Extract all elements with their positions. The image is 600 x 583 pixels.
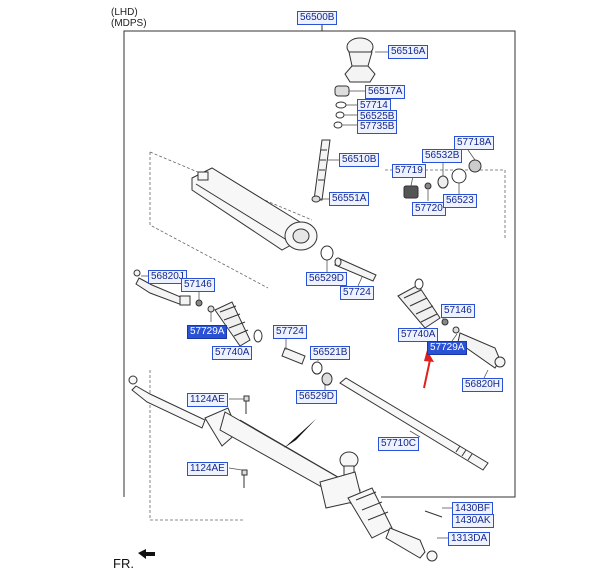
gear-housing-upper-icon: [191, 167, 318, 251]
part-label-1313DA[interactable]: 1313DA: [448, 532, 491, 546]
pinion-shaft-icon: [311, 139, 331, 203]
part-label-57724-lower[interactable]: 57724: [273, 325, 307, 339]
column-joint-icon: [344, 37, 376, 83]
part-label-57718A[interactable]: 57718A: [454, 136, 495, 150]
part-label-56532B[interactable]: 56532B: [422, 149, 463, 163]
boot-right-icon: [397, 278, 460, 334]
part-label-56820J[interactable]: 56820J: [148, 270, 187, 284]
header-mdps: (MDPS): [111, 18, 147, 29]
part-label-57146-left[interactable]: 57146: [181, 278, 215, 292]
part-label-57719[interactable]: 57719: [392, 164, 426, 178]
part-label-56551A[interactable]: 56551A: [329, 192, 370, 206]
part-label-56510B[interactable]: 56510B: [339, 153, 380, 167]
part-label-1430AK[interactable]: 1430AK: [452, 514, 494, 528]
part-label-1124AE-upper[interactable]: 1124AE: [187, 393, 228, 407]
part-label-57720[interactable]: 57720: [412, 202, 446, 216]
forward-arrow-icon: [138, 549, 155, 559]
assembly-pointer-icon: [284, 419, 316, 448]
part-label-57729A-left[interactable]: 57729A: [187, 325, 228, 339]
rack-assembly-icon: [128, 375, 438, 562]
part-label-56517A[interactable]: 56517A: [365, 85, 406, 99]
part-label-56523[interactable]: 56523: [443, 194, 477, 208]
part-label-56500B[interactable]: 56500B: [297, 11, 338, 25]
part-label-56516A[interactable]: 56516A: [388, 45, 429, 59]
clamp-pin-icon: [424, 510, 443, 518]
seal-ring-icon: [334, 85, 350, 97]
boot-left-icon: [214, 301, 263, 347]
part-label-1124AE-lower[interactable]: 1124AE: [187, 462, 228, 476]
part-label-57740A-left[interactable]: 57740A: [212, 346, 253, 360]
inner-shaft-icon: [320, 245, 377, 282]
rack-bar-icon: [339, 377, 489, 471]
part-label-56529D-lower[interactable]: 56529D: [296, 390, 338, 404]
forward-label: FR.: [113, 556, 134, 571]
washer-stack-icon: [333, 101, 347, 129]
header-lhd: (LHD): [111, 7, 138, 18]
part-label-57724-upper[interactable]: 57724: [340, 286, 374, 300]
part-label-57710C[interactable]: 57710C: [378, 437, 420, 451]
part-label-57735B[interactable]: 57735B: [357, 120, 398, 134]
part-label-56529D-upper[interactable]: 56529D: [306, 272, 348, 286]
leader-lines: [141, 51, 489, 539]
part-label-57729A-right[interactable]: 57729A: [427, 341, 468, 355]
tie-rod-end-right-icon: [457, 332, 506, 369]
part-label-56521B[interactable]: 56521B: [310, 346, 351, 360]
mount-bolt-icon: [241, 395, 250, 488]
indicator-arrow-icon: [423, 350, 434, 389]
part-label-57146-right[interactable]: 57146: [441, 304, 475, 318]
frame-outline: [123, 30, 516, 498]
part-label-56820H[interactable]: 56820H: [462, 378, 504, 392]
part-label-57740A-right[interactable]: 57740A: [398, 328, 439, 342]
inner-tie-rod-icon: [281, 347, 333, 386]
